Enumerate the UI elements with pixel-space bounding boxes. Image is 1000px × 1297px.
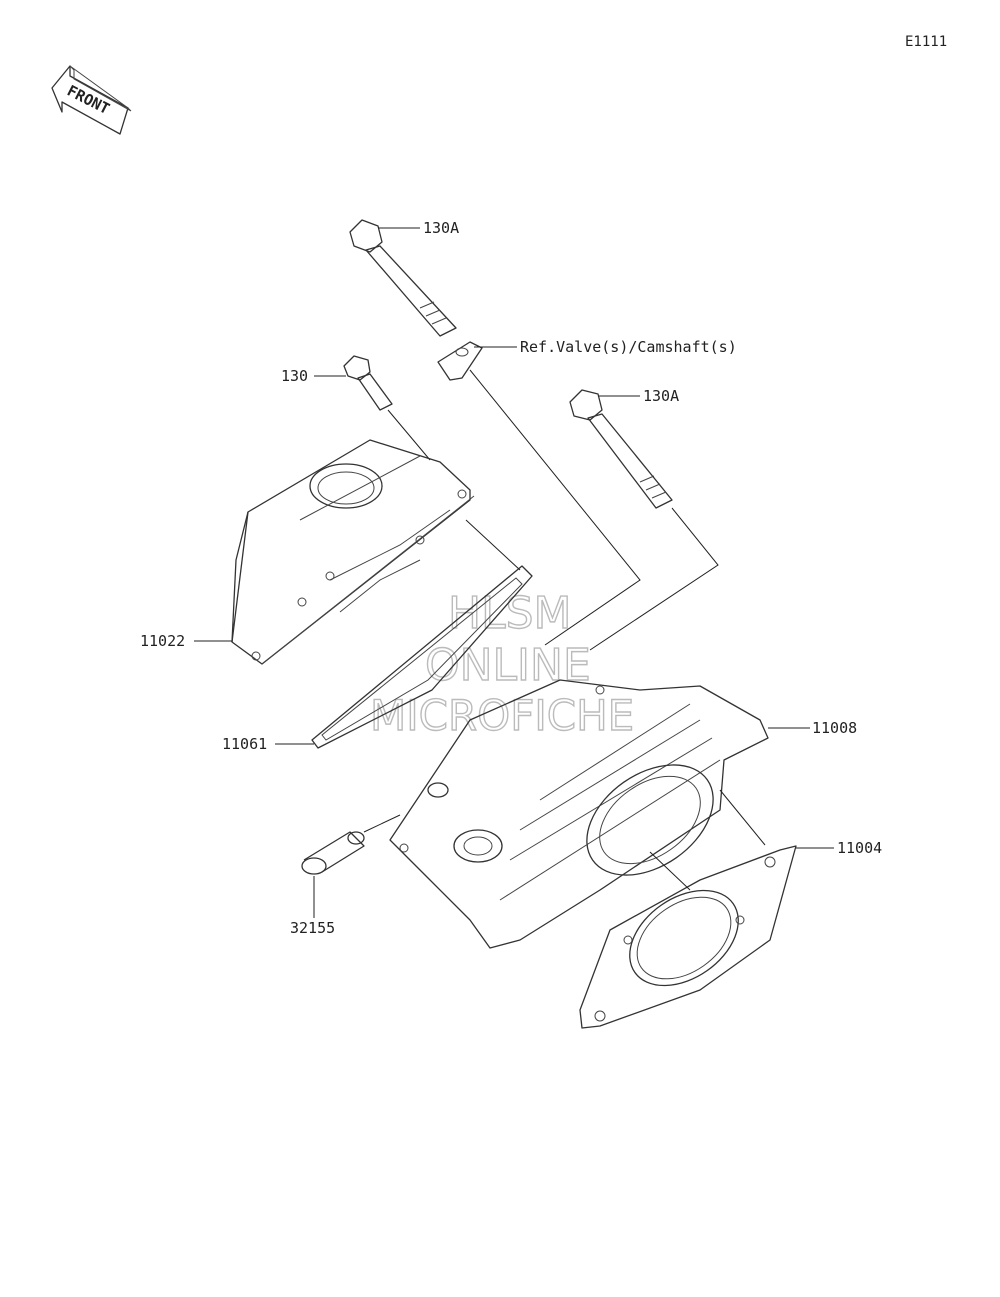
cover-gasket[interactable] xyxy=(311,565,533,749)
callout-11022[interactable]: 11022 xyxy=(140,632,185,650)
diagram-code: E1111 xyxy=(905,34,947,50)
watermark-line2: ONLINE xyxy=(425,640,591,691)
leader-ref-to-head xyxy=(469,369,641,646)
leader-pin-to-head xyxy=(363,814,401,833)
callout-11061[interactable]: 11061 xyxy=(222,735,267,753)
callout-11008[interactable]: 11008 xyxy=(812,719,857,737)
leader-head-to-gasket-a xyxy=(719,789,766,846)
callout-130[interactable]: 130 xyxy=(281,367,308,385)
dowel-pin[interactable] xyxy=(301,831,365,875)
bolt-130a-right[interactable] xyxy=(569,389,673,509)
head-gasket[interactable] xyxy=(579,845,797,1029)
cylinder-head[interactable] xyxy=(389,679,769,949)
leader-cover-to-gasket xyxy=(465,519,521,571)
leader-130a-to-head xyxy=(589,507,719,651)
callout-130a-top[interactable]: 130A xyxy=(423,219,459,237)
callout-32155[interactable]: 32155 xyxy=(290,919,335,937)
callout-11004[interactable]: 11004 xyxy=(837,839,882,857)
bolt-130a-top[interactable] xyxy=(349,219,457,337)
bolt-130[interactable] xyxy=(343,355,393,411)
cylinder-head-cover[interactable] xyxy=(231,439,475,665)
watermark-line1: HLSM xyxy=(448,588,572,639)
leader-head-to-gasket-b xyxy=(649,851,691,891)
front-arrow-icon: FRONT xyxy=(51,65,132,135)
ref-note[interactable]: Ref.Valve(s)/Camshaft(s) xyxy=(520,338,737,356)
leader-130-to-cover xyxy=(387,409,431,461)
ref-washer[interactable] xyxy=(437,341,483,381)
callout-130a-right[interactable]: 130A xyxy=(643,387,679,405)
watermark-line3: MICROFICHE xyxy=(370,691,634,740)
